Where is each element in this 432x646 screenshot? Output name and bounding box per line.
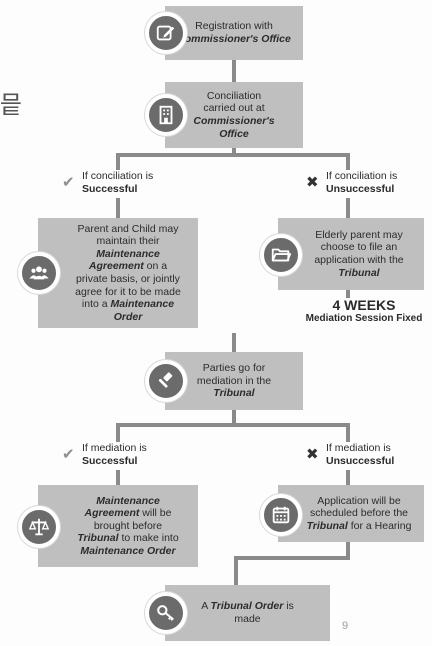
side-character: 믙 [0, 92, 23, 119]
scales-icon [18, 506, 60, 548]
key-icon [145, 592, 187, 634]
cross-icon: ✖ [306, 174, 319, 191]
building-icon [145, 94, 187, 136]
step-hearing: Application will be scheduled before the… [278, 485, 424, 542]
page-number: 9 [342, 620, 349, 632]
mediation-timeline-note: 4 WEEKS Mediation Session Fixed [305, 297, 423, 324]
gavel-icon [145, 360, 187, 402]
check-icon: ✔ [62, 174, 75, 191]
step-file-application: Elderly parent may choose to file an app… [278, 218, 424, 290]
people-icon [18, 252, 60, 294]
step-conciliation: Conciliation carried out at Commissioner… [165, 82, 303, 148]
step-private-agreement: Parent and Child may maintain their Main… [38, 218, 198, 328]
step-mediation: Parties go for mediation in the Tribunal [165, 352, 303, 410]
step-tribunal-order: A Tribunal Order is made [165, 585, 330, 641]
folder-icon [260, 234, 302, 276]
step-registration: Registration with Commissioner's Office [165, 6, 303, 60]
pencil-icon [145, 12, 187, 54]
step-agreement-to-order: Maintenance Agreement will be brought be… [38, 485, 198, 567]
check-icon: ✔ [62, 446, 75, 463]
calendar-icon [260, 494, 302, 536]
cross-icon: ✖ [306, 446, 319, 463]
